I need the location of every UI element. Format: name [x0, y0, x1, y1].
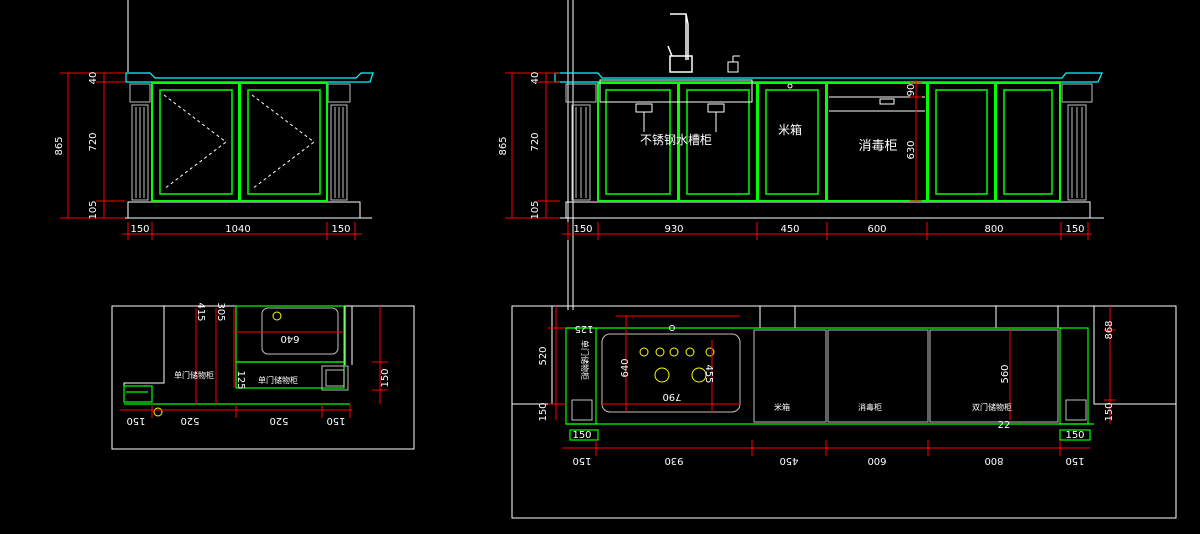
right-plan: 125 520 150 640 790 455 560 22 868 150 单…: [511, 305, 1177, 519]
burner-marker-icon: [639, 347, 715, 383]
sterilizer-dim-630: 630: [906, 140, 917, 159]
left-plan-dim-640: 640: [280, 333, 299, 344]
left-plan-label-door-a: 单门储物柜: [174, 370, 214, 380]
drain-pipe-icon: [635, 103, 725, 132]
right-elev-dim-40: 40: [530, 72, 541, 85]
left-elev-vertical-dims: [60, 72, 125, 219]
fixture-marker-icon: [272, 311, 282, 321]
left-plan-dim-305: 305: [215, 302, 226, 321]
right-plan-dim-125: 125: [574, 323, 593, 334]
right-plan-dim-868: 868: [1104, 320, 1115, 339]
left-elev-dim-150-b: 150: [331, 224, 350, 235]
right-elev-vertical-dims: [505, 72, 560, 219]
right-plan-dim-560: 560: [1000, 364, 1011, 383]
right-plan-dim-520: 520: [538, 346, 549, 365]
right-plan-dim-150-left: 150: [538, 402, 549, 421]
label-sink-cabinet: 不锈钢水槽柜: [640, 133, 712, 147]
right-plan-label-sterilizer: 消毒柜: [858, 402, 882, 412]
label-sterilizer: 消毒柜: [858, 139, 897, 154]
left-elev-dim-105: 105: [88, 200, 99, 219]
right-elev-dim-150-b: 150: [1065, 224, 1084, 235]
left-plan-dim-150-b: 150: [326, 415, 345, 426]
right-elev-left-pilaster: [565, 83, 597, 201]
right-elev-horizontal-dims: [562, 222, 1092, 240]
left-elev-dim-865: 865: [54, 136, 65, 155]
right-plan-dim-22: 22: [998, 420, 1011, 431]
left-pilaster: [129, 83, 151, 201]
right-plan-label-rice-box: 米箱: [774, 402, 790, 412]
double-door-cabinet: [927, 82, 1061, 202]
sterilizer-dim-90: 90: [906, 84, 917, 97]
right-elevation: 不锈钢水槽柜 米箱 消毒柜 90 630: [498, 13, 1104, 240]
right-elev-dim-800: 800: [984, 224, 1003, 235]
right-elev-right-pilaster: [1061, 83, 1093, 201]
left-elev-dim-720: 720: [88, 132, 99, 151]
rice-box-cabinet: [757, 82, 827, 202]
left-plan: 415 305 640 125 150 单门储物柜 单门储物柜 150 520 …: [111, 302, 415, 450]
left-plan-dim-125: 125: [235, 370, 246, 389]
right-plan-dim-640: 640: [620, 358, 631, 377]
faucet-icon: [667, 13, 693, 73]
right-plan-dim-150-b: 150: [1065, 455, 1084, 466]
left-door-2: [239, 82, 328, 202]
fixture-marker-icon: [153, 407, 163, 417]
right-elev-dim-105: 105: [530, 200, 541, 219]
left-plan-dim-520-a: 520: [180, 415, 199, 426]
right-plan-dim-800: 800: [984, 455, 1003, 466]
right-elev-dim-865: 865: [498, 136, 509, 155]
right-elev-dim-930: 930: [664, 224, 683, 235]
right-pilaster: [327, 83, 351, 201]
right-plan-label-door-cabinet: 单门储物柜: [580, 340, 590, 380]
left-plan-dim-415: 415: [195, 302, 206, 321]
left-plan-label-door-b: 单门储物柜: [258, 375, 298, 385]
right-plan-corner-left: 150: [572, 430, 591, 441]
left-elev-dim-150-a: 150: [130, 224, 149, 235]
right-plan-dim-930: 930: [664, 455, 683, 466]
right-elev-dim-150-a: 150: [573, 224, 592, 235]
sterilizer-dims: [910, 80, 922, 202]
soap-dispenser-icon: [727, 55, 740, 73]
right-plan-dim-600: 600: [867, 455, 886, 466]
left-elev-dim-40: 40: [88, 72, 99, 85]
right-plan-dim-150-a: 150: [572, 455, 591, 466]
right-elev-dim-720: 720: [530, 132, 541, 151]
right-elev-dim-600: 600: [867, 224, 886, 235]
left-plan-dim-150-a: 150: [126, 415, 145, 426]
left-elev-dim-1040: 1040: [225, 224, 250, 235]
left-plan-dim-150: 150: [380, 368, 391, 387]
construction-lines: [127, 0, 574, 310]
right-plan-dim-450: 450: [779, 455, 798, 466]
left-plan-dim-520-b: 520: [269, 415, 288, 426]
left-elevation: 40 720 105 865 150 1040 150: [54, 72, 374, 240]
left-door-1: [151, 82, 240, 202]
sink-cabinet: [597, 79, 758, 202]
right-elev-dim-450: 450: [780, 224, 799, 235]
drain-marker-icon: [669, 325, 675, 331]
right-plan-corner-right: 150: [1065, 430, 1084, 441]
label-rice-box: 米箱: [778, 122, 802, 137]
right-plan-dim-150-right: 150: [1104, 402, 1115, 421]
right-plan-dim-455: 455: [703, 364, 714, 383]
right-plan-label-double-door: 双门储物柜: [972, 402, 1012, 412]
left-elev-horizontal-dims: [122, 222, 362, 240]
right-plan-dim-790: 790: [662, 391, 681, 402]
